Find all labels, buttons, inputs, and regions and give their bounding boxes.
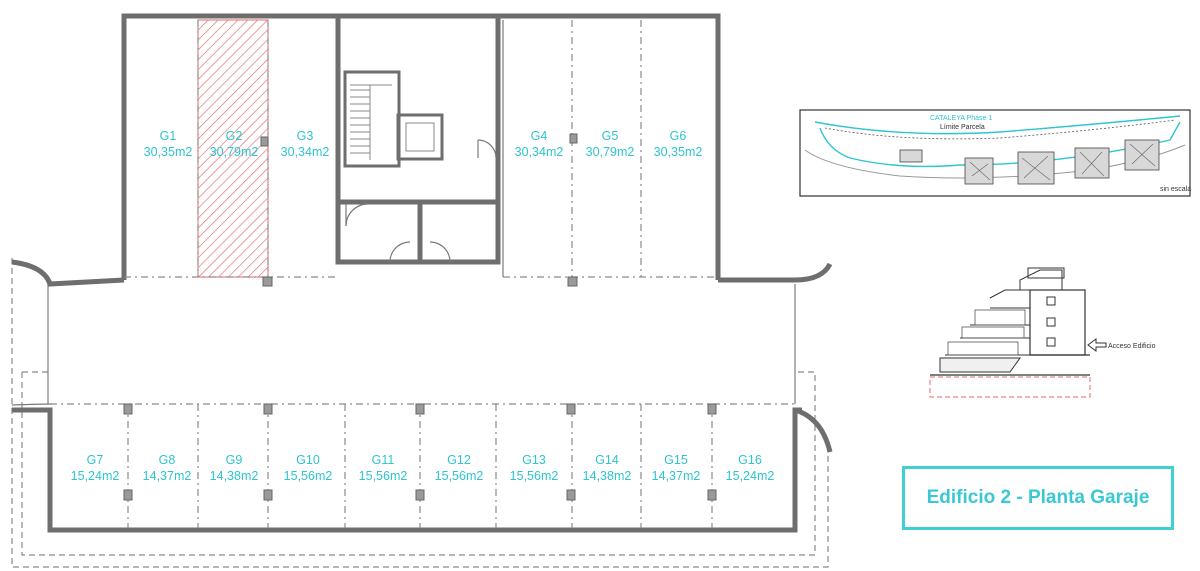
space-label: G8 <box>159 453 176 467</box>
space-label: G16 <box>738 453 762 467</box>
page-title: Edificio 2 - Planta Garaje <box>926 487 1150 508</box>
title-box: Edificio 2 - Planta Garaje <box>902 466 1174 530</box>
space-area: 30,34m2 <box>515 145 564 159</box>
wall-top <box>121 13 721 280</box>
space-label: G11 <box>372 453 395 467</box>
building-elevation: Acceso Edificio <box>929 267 1156 398</box>
space-label: G14 <box>595 453 619 467</box>
wall-bottom-left-curve <box>11 403 53 406</box>
space-area: 15,56m2 <box>359 469 408 483</box>
structural-columns <box>123 133 717 501</box>
space-area: 30,79m2 <box>586 145 635 159</box>
space-area: 15,24m2 <box>71 469 120 483</box>
space-label: G9 <box>226 453 243 467</box>
space-area: 14,37m2 <box>652 469 701 483</box>
access-label: Acceso Edificio <box>1108 343 1156 350</box>
wall-bottom-right-curve <box>794 407 833 453</box>
space-label: G12 <box>447 453 471 467</box>
space-area: 15,56m2 <box>284 469 333 483</box>
wall-left-curve <box>11 259 125 287</box>
space-label: G2 <box>226 129 243 143</box>
space-area: 14,37m2 <box>143 469 192 483</box>
top-space-labels: G1 30,35m2 G2 30,79m2 G3 30,34m2 G4 30,3… <box>144 129 703 159</box>
bottom-space-dividers <box>50 403 795 528</box>
space-label: G7 <box>87 453 104 467</box>
site-project-label: CATALEYA Phase 1 <box>930 115 992 122</box>
door-swing-3 <box>389 241 411 263</box>
space-area: 30,34m2 <box>281 145 330 159</box>
lift-shaft <box>396 113 444 161</box>
top-space-dividers <box>124 20 718 278</box>
space-area: 15,24m2 <box>726 469 775 483</box>
space-area: 15,56m2 <box>435 469 484 483</box>
space-g2-highlight <box>197 19 269 278</box>
footprint-left-vertical <box>21 371 816 556</box>
access-arrow-icon <box>1087 338 1107 352</box>
space-label: G3 <box>297 129 314 143</box>
lift-car <box>405 122 435 152</box>
space-label: G6 <box>670 129 687 143</box>
door-swing-1 <box>477 139 497 159</box>
space-label: G5 <box>602 129 619 143</box>
space-label: G15 <box>664 453 688 467</box>
space-area: 15,56m2 <box>510 469 559 483</box>
wall-right-curve <box>718 262 833 283</box>
space-area: 30,35m2 <box>144 145 193 159</box>
space-area: 14,38m2 <box>583 469 632 483</box>
stair-box <box>343 70 401 168</box>
stair-treads <box>350 84 392 160</box>
space-area: 30,35m2 <box>654 145 703 159</box>
door-swing-4 <box>429 241 451 263</box>
space-area: 30,79m2 <box>210 145 259 159</box>
site-boundary-label: Límite Parcela <box>940 124 985 131</box>
site-plan-inset: CATALEYA Phase 1 Límite Parcela sin esca… <box>799 109 1191 197</box>
bottom-space-labels: G7 15,24m2 G8 14,37m2 G9 14,38m2 G10 15,… <box>71 453 775 483</box>
space-label: G1 <box>160 129 177 143</box>
space-area: 14,38m2 <box>210 469 259 483</box>
space-label: G13 <box>522 453 546 467</box>
space-label: G4 <box>531 129 548 143</box>
space-label: G10 <box>296 453 320 467</box>
site-scale-note: sin escala <box>1160 186 1191 193</box>
door-swing-2 <box>345 203 369 227</box>
